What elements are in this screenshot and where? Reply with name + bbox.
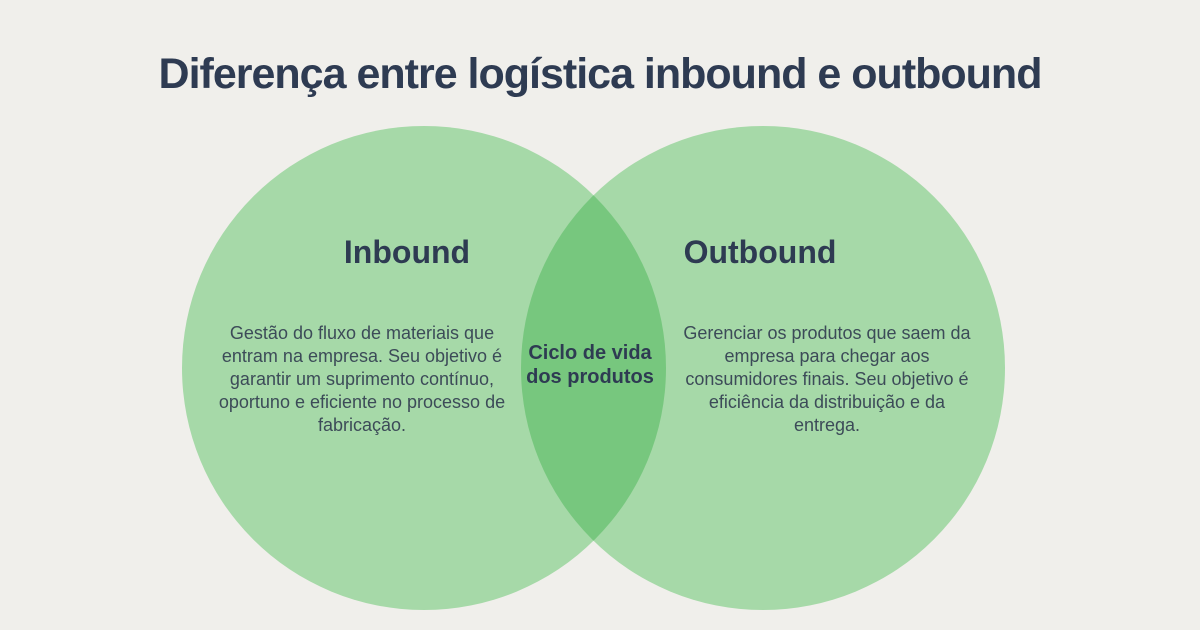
venn-circle-outbound (521, 126, 1005, 610)
overlap-label: Ciclo de vida dos produtos (526, 342, 654, 388)
inbound-description: Gestão do fluxo de materiais que entram … (218, 323, 506, 435)
page-title: Diferença entre logística inbound e outb… (158, 50, 1043, 98)
outbound-heading: Outbound (683, 234, 837, 270)
inbound-heading: Inbound (343, 234, 471, 270)
outbound-description: Gerenciar os produtos que saem da empres… (683, 323, 971, 435)
venn-circle-inbound (182, 126, 666, 610)
